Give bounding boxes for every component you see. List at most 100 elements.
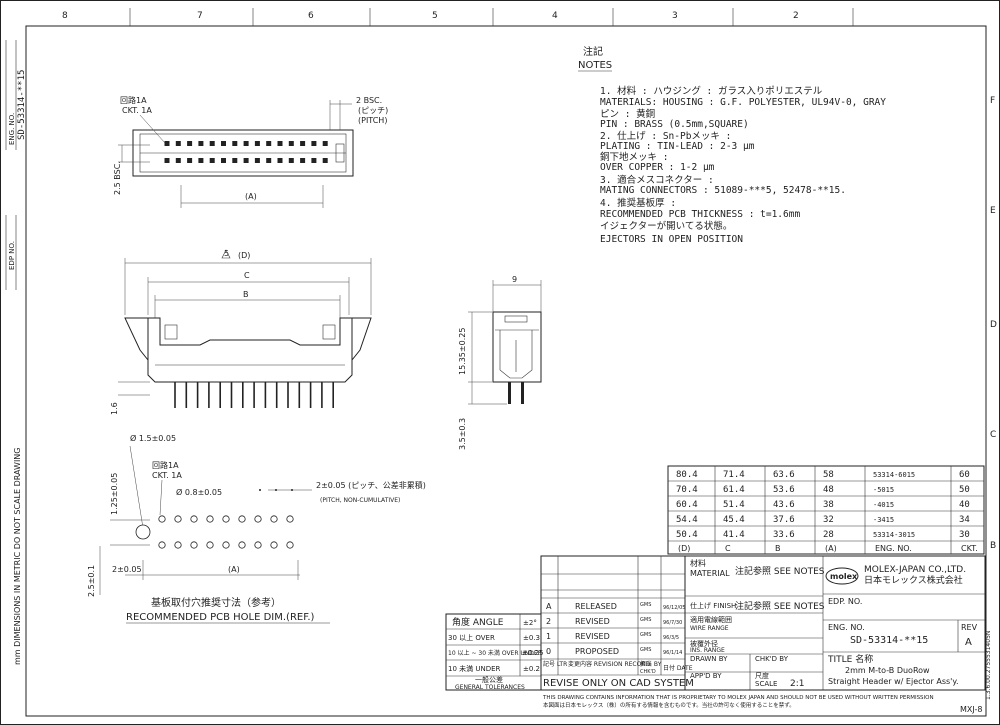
table-cell: 50 bbox=[959, 485, 970, 495]
table-cell: 63.6 bbox=[773, 470, 795, 480]
proprietary-note-jp: 本図面は日本モレックス（株）の所有する情報を含むものです。当社の許可なく使用する… bbox=[543, 701, 795, 709]
rev-header-date: 日付 DATE bbox=[663, 664, 693, 672]
pin bbox=[175, 158, 181, 163]
pin bbox=[221, 158, 226, 163]
pcb-hole bbox=[206, 515, 214, 523]
zone-letters: F E D C B bbox=[990, 96, 997, 551]
pin bbox=[311, 141, 317, 146]
rev-by: GMS bbox=[640, 617, 651, 623]
top-view: 回路1A CKT. 1A 2 BSC. (ピッチ) (PITCH) 2.5 BS… bbox=[113, 95, 388, 208]
table-cell: -5015 bbox=[873, 486, 894, 494]
rev-by: GMS bbox=[640, 647, 651, 653]
molex-logo bbox=[825, 567, 859, 585]
title-line-2: Straight Header w/ Ejector Ass'y. bbox=[828, 677, 959, 686]
pcb-hole bbox=[254, 515, 262, 523]
right-side-code: 1.3.6.00.2755531405N bbox=[985, 631, 992, 700]
tol-value: ±0.25 bbox=[522, 649, 543, 657]
pcb-pitch-label: 2±0.05 (ピッチ、公差非累積) bbox=[316, 480, 426, 490]
table-cell: 60 bbox=[959, 470, 970, 480]
pin bbox=[198, 158, 204, 163]
pin bbox=[277, 158, 283, 163]
ins-range-label: INS. RANGE bbox=[690, 647, 725, 654]
sheet-code: MXJ-8 bbox=[960, 705, 982, 714]
table-cell: 43.6 bbox=[773, 500, 795, 510]
rev-triangle-mark: 5 bbox=[224, 249, 229, 258]
ellipsis-dot bbox=[259, 489, 261, 491]
pcb-holes bbox=[135, 489, 294, 549]
tol-value: ±0.3 bbox=[523, 634, 540, 642]
note-line: 2. 仕上げ : Sn-Pbメッキ : bbox=[600, 130, 731, 142]
scale-label: SCALE bbox=[755, 680, 777, 688]
notes-block: 注記 NOTES 1. 材料 : ハウジング : ガラス入りポリエステル MAT… bbox=[578, 45, 886, 245]
ckt-label-en: CKT. 1A bbox=[122, 106, 152, 115]
footer: THIS DRAWING CONTAINS INFORMATION THAT I… bbox=[542, 695, 934, 709]
note-line: PIN : BRASS (0.5mm,SQUARE) bbox=[600, 119, 749, 130]
scale-label-jp: 尺度 bbox=[755, 671, 769, 680]
pin bbox=[266, 141, 272, 146]
pcb-caption-en: RECOMMENDED PCB HOLE DIM.(REF.) bbox=[126, 612, 315, 623]
table-header: (A) bbox=[825, 544, 837, 553]
pin bbox=[288, 158, 294, 163]
pin bbox=[243, 141, 249, 146]
top-view-pins bbox=[164, 141, 328, 163]
pin bbox=[254, 141, 260, 146]
pcb-hole bbox=[190, 515, 198, 523]
rev-date: 96/3/5 bbox=[663, 635, 679, 641]
hole-dia-label: Ø 1.5±0.05 bbox=[130, 433, 176, 443]
front-view-pins bbox=[174, 382, 335, 408]
zone-numbers: 8 7 6 5 4 3 2 bbox=[62, 8, 854, 26]
rev-desc: REVISED bbox=[575, 632, 610, 641]
pin-dia-label: Ø 0.8±0.05 bbox=[176, 487, 222, 497]
finish-label: 仕上げ FINISH bbox=[690, 601, 736, 610]
rev-ltr: A bbox=[546, 602, 552, 611]
eng-no-side-value: SD-53314-**15 bbox=[17, 70, 27, 140]
rev-date: 96/7/30 bbox=[663, 620, 682, 626]
pin bbox=[266, 158, 272, 163]
rev-desc: PROPOSED bbox=[575, 647, 619, 656]
table-cell: -3415 bbox=[873, 516, 894, 524]
zone-number: 8 bbox=[62, 11, 68, 21]
table-cell: 28 bbox=[823, 530, 834, 540]
pcb-pitch-en: (PITCH, NON-CUMULATIVE) bbox=[320, 497, 400, 504]
zone-letter: E bbox=[990, 206, 996, 216]
table-cell: 53314-3015 bbox=[873, 531, 915, 539]
mount-hole bbox=[135, 524, 151, 540]
drawn-by-label: DRAWN BY bbox=[690, 655, 728, 663]
pcb-ckt-en: CKT. 1A bbox=[152, 471, 182, 480]
edp-no-side-label: EDP NO. bbox=[8, 241, 16, 270]
rev-date: 96/12/05 bbox=[663, 605, 685, 611]
rev-ltr: 2 bbox=[546, 617, 551, 626]
table-cell: 45.4 bbox=[723, 515, 745, 525]
side-view: 9 15.35±0.25 3.5±0.3 bbox=[458, 275, 542, 450]
pcb-hole-layout: Ø 1.5±0.05 回路1A CKT. 1A Ø 0.8±0.05 2±0.0… bbox=[87, 433, 426, 624]
table-cell: -4015 bbox=[873, 501, 894, 509]
tol-value: ±0.2 bbox=[523, 665, 540, 673]
eng-no-value: SD-53314-**15 bbox=[850, 635, 928, 646]
rev-header-desc: 変更内容 REVISION RECORD bbox=[568, 660, 650, 668]
pcb-hole bbox=[222, 515, 230, 523]
tolerance-table: 角度 ANGLE ±2° 30 以上 OVER ±0.3 10 以上 ~ 30 … bbox=[445, 613, 543, 691]
pin bbox=[209, 141, 215, 146]
pcb-hole bbox=[270, 515, 278, 523]
left-ejector bbox=[124, 317, 149, 362]
pcb-edge-dim-2: 2.5±0.1 bbox=[87, 565, 96, 597]
zone-letter: D bbox=[990, 320, 997, 330]
pcb-hole bbox=[190, 541, 198, 549]
table-cell: 58 bbox=[823, 470, 834, 480]
scale-value: 2:1 bbox=[790, 679, 804, 689]
title-label: TITLE 名称 bbox=[827, 653, 873, 665]
ckt-label-jp: 回路1A bbox=[120, 95, 147, 105]
dim-b-label: B bbox=[243, 290, 249, 299]
table-cell: 38 bbox=[823, 500, 834, 510]
side-view-body bbox=[492, 311, 542, 383]
zone-number: 4 bbox=[552, 11, 558, 21]
eng-label: ENG. NO. bbox=[828, 623, 865, 632]
note-line: 銅下地メッキ : bbox=[600, 151, 668, 163]
table-cell: 33.6 bbox=[773, 530, 795, 540]
tol-header-val: ±2° bbox=[523, 619, 537, 627]
right-ejector bbox=[351, 317, 372, 362]
pcb-hole bbox=[238, 515, 246, 523]
tol-range: 10 以上 ~ 30 未満 OVER UNDER bbox=[448, 649, 542, 657]
